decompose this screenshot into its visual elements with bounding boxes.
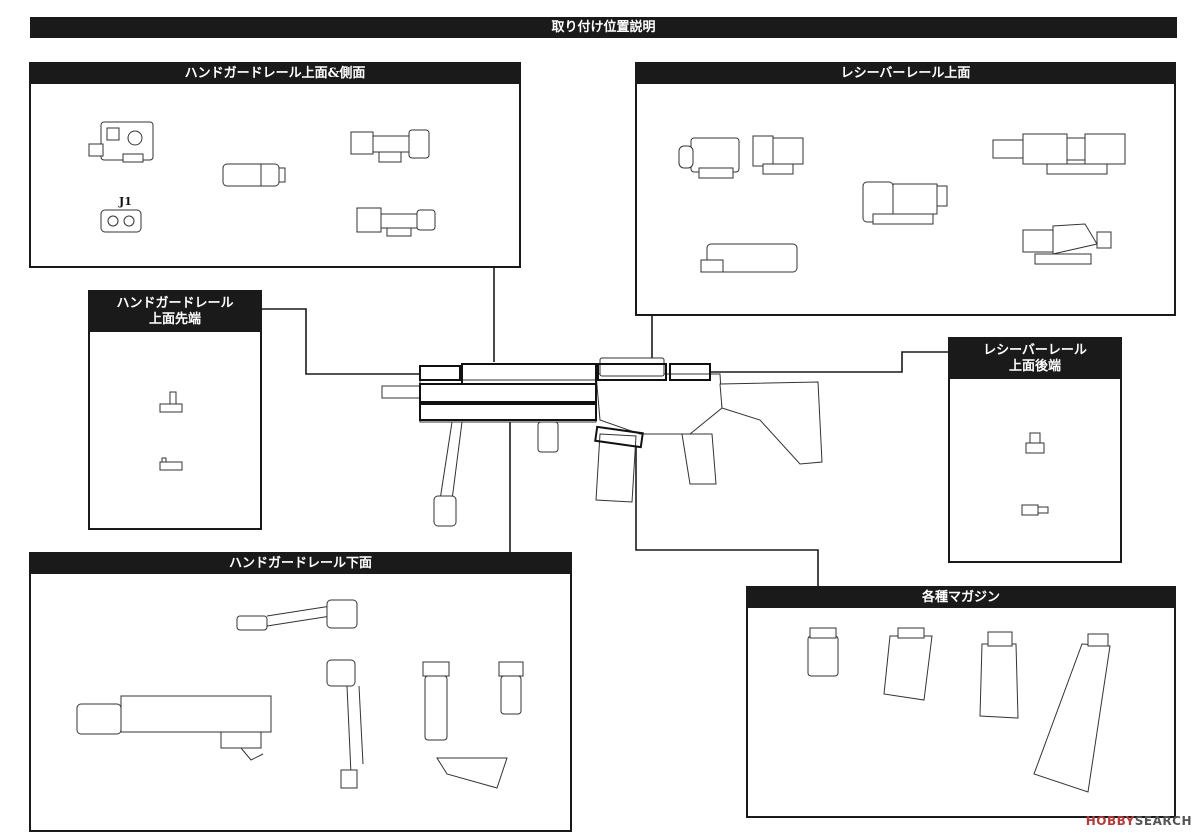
angled-grip-icon <box>436 757 508 789</box>
short-grip-icon <box>498 661 524 715</box>
rifle-magazine-icon <box>595 433 637 503</box>
panel-receiver-top-rear: レシーバーレール 上面後端 <box>948 337 1122 563</box>
rear-sight-icon <box>1025 432 1045 454</box>
top-sight-icon <box>599 357 665 377</box>
panel-magazines: 各種マガジン <box>746 586 1176 818</box>
parts-illustration <box>88 121 436 237</box>
highlight-receiver-rear <box>669 363 711 381</box>
front-sight-icon <box>159 391 183 413</box>
parts-illustration <box>678 133 1126 273</box>
laser-module-icon <box>88 121 154 163</box>
rear-mount-icon <box>1021 504 1049 516</box>
weapon-light-icon <box>356 207 436 237</box>
stock-icon <box>719 381 823 465</box>
vertical-grip-icon <box>422 661 450 741</box>
muzzle-icon <box>381 385 421 399</box>
short-magazine-icon <box>807 627 839 677</box>
holo-sight-icon <box>678 137 740 179</box>
panel-header: ハンドガードレール 上面先端 <box>90 292 260 332</box>
acog-scope-icon <box>1022 223 1112 265</box>
extended-magazine-icon <box>1033 633 1111 793</box>
rifle-scope-icon <box>992 133 1126 175</box>
panel-header: レシーバーレール上面 <box>637 64 1174 84</box>
parts-illustration <box>76 599 524 789</box>
curved-magazine-icon <box>883 627 933 701</box>
panel-header: 各種マガジン <box>748 588 1174 608</box>
bipod-extended-icon <box>326 659 364 789</box>
flashlight-icon <box>222 163 286 187</box>
highlight-receiver-top <box>597 363 667 381</box>
panel-receiver-top: レシーバーレール上面 <box>635 62 1176 316</box>
highlight-handguard-bottom <box>419 403 597 421</box>
receiver-icon <box>595 373 723 435</box>
panel-header: ハンドガードレール上面&側面 <box>31 64 519 84</box>
magnifier-icon <box>752 135 804 175</box>
rail-cap-icon <box>159 457 183 471</box>
watermark: HOBBYSEARCH <box>1085 814 1192 828</box>
rifle-vertical-grip-icon <box>537 421 559 453</box>
panel-header: レシーバーレール 上面後端 <box>950 339 1120 379</box>
panel-handguard-bottom: ハンドガードレール下面 <box>29 552 572 832</box>
highlight-magazine <box>594 425 644 449</box>
tactical-light-icon <box>350 129 430 163</box>
parts-illustration <box>1021 432 1049 516</box>
red-dot-sight-icon <box>862 181 948 225</box>
bipod-folded-icon <box>236 599 358 631</box>
part-label-j1: J1 <box>119 195 132 208</box>
parts-illustration <box>159 391 183 471</box>
rail-mount-j1-icon <box>100 209 142 233</box>
parts-illustration <box>807 627 1111 793</box>
page-title-bar: 取り付け位置説明 <box>30 17 1177 38</box>
highlight-handguard-front <box>419 365 461 381</box>
rifle-bipod-icon <box>433 495 457 527</box>
translucent-magazine-icon <box>979 631 1019 719</box>
eotech-sight-icon <box>700 243 798 273</box>
page-title: 取り付け位置説明 <box>551 20 656 35</box>
panel-handguard-top-side: ハンドガードレール上面&側面 <box>29 62 521 268</box>
grenade-launcher-icon <box>76 695 272 761</box>
pistol-grip-icon <box>681 433 717 485</box>
highlight-handguard-side <box>419 383 597 403</box>
panel-header: ハンドガードレール下面 <box>31 554 570 574</box>
panel-handguard-top-front: ハンドガードレール 上面先端 <box>88 290 262 530</box>
